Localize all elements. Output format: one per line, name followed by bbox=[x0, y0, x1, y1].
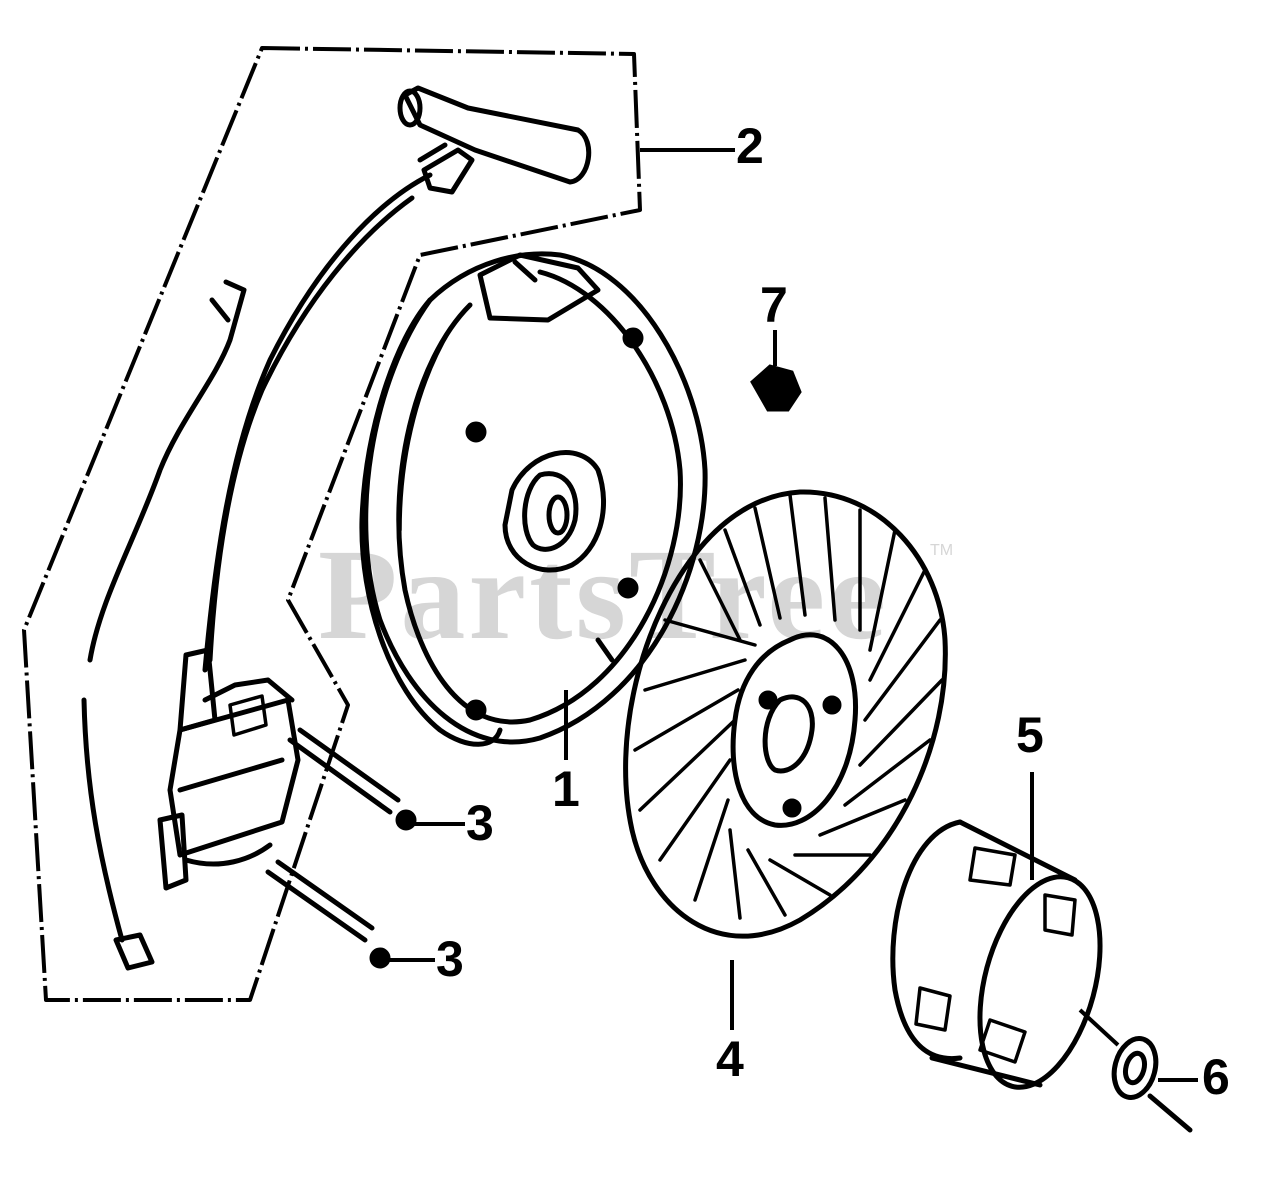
washer-7 bbox=[750, 364, 802, 412]
callout-part-5: 5 bbox=[1016, 707, 1044, 763]
callout-part-4: 4 bbox=[716, 1031, 744, 1087]
screw-3-upper bbox=[287, 727, 417, 831]
callout-part-3-lower: 3 bbox=[436, 931, 464, 987]
callout-part-3-upper: 3 bbox=[466, 795, 494, 851]
starter-cup bbox=[890, 819, 1103, 1090]
callout-part-7: 7 bbox=[760, 277, 788, 333]
callout-part-2: 2 bbox=[736, 118, 764, 174]
screw-3-lower bbox=[265, 859, 391, 969]
leader-lines bbox=[386, 148, 1198, 1082]
ground-strap bbox=[81, 279, 247, 971]
ignition-coil-wire bbox=[202, 172, 433, 673]
ignition-module bbox=[157, 647, 301, 891]
flywheel-fan bbox=[623, 489, 948, 939]
callout-part-1: 1 bbox=[552, 761, 580, 817]
spark-plug-cap bbox=[397, 85, 592, 195]
watermark-trademark: TM bbox=[930, 542, 953, 559]
callout-part-6: 6 bbox=[1202, 1049, 1230, 1105]
flywheel-nut bbox=[1111, 1036, 1193, 1133]
starter-housing bbox=[359, 251, 708, 747]
assembly-boundary bbox=[22, 46, 642, 1002]
